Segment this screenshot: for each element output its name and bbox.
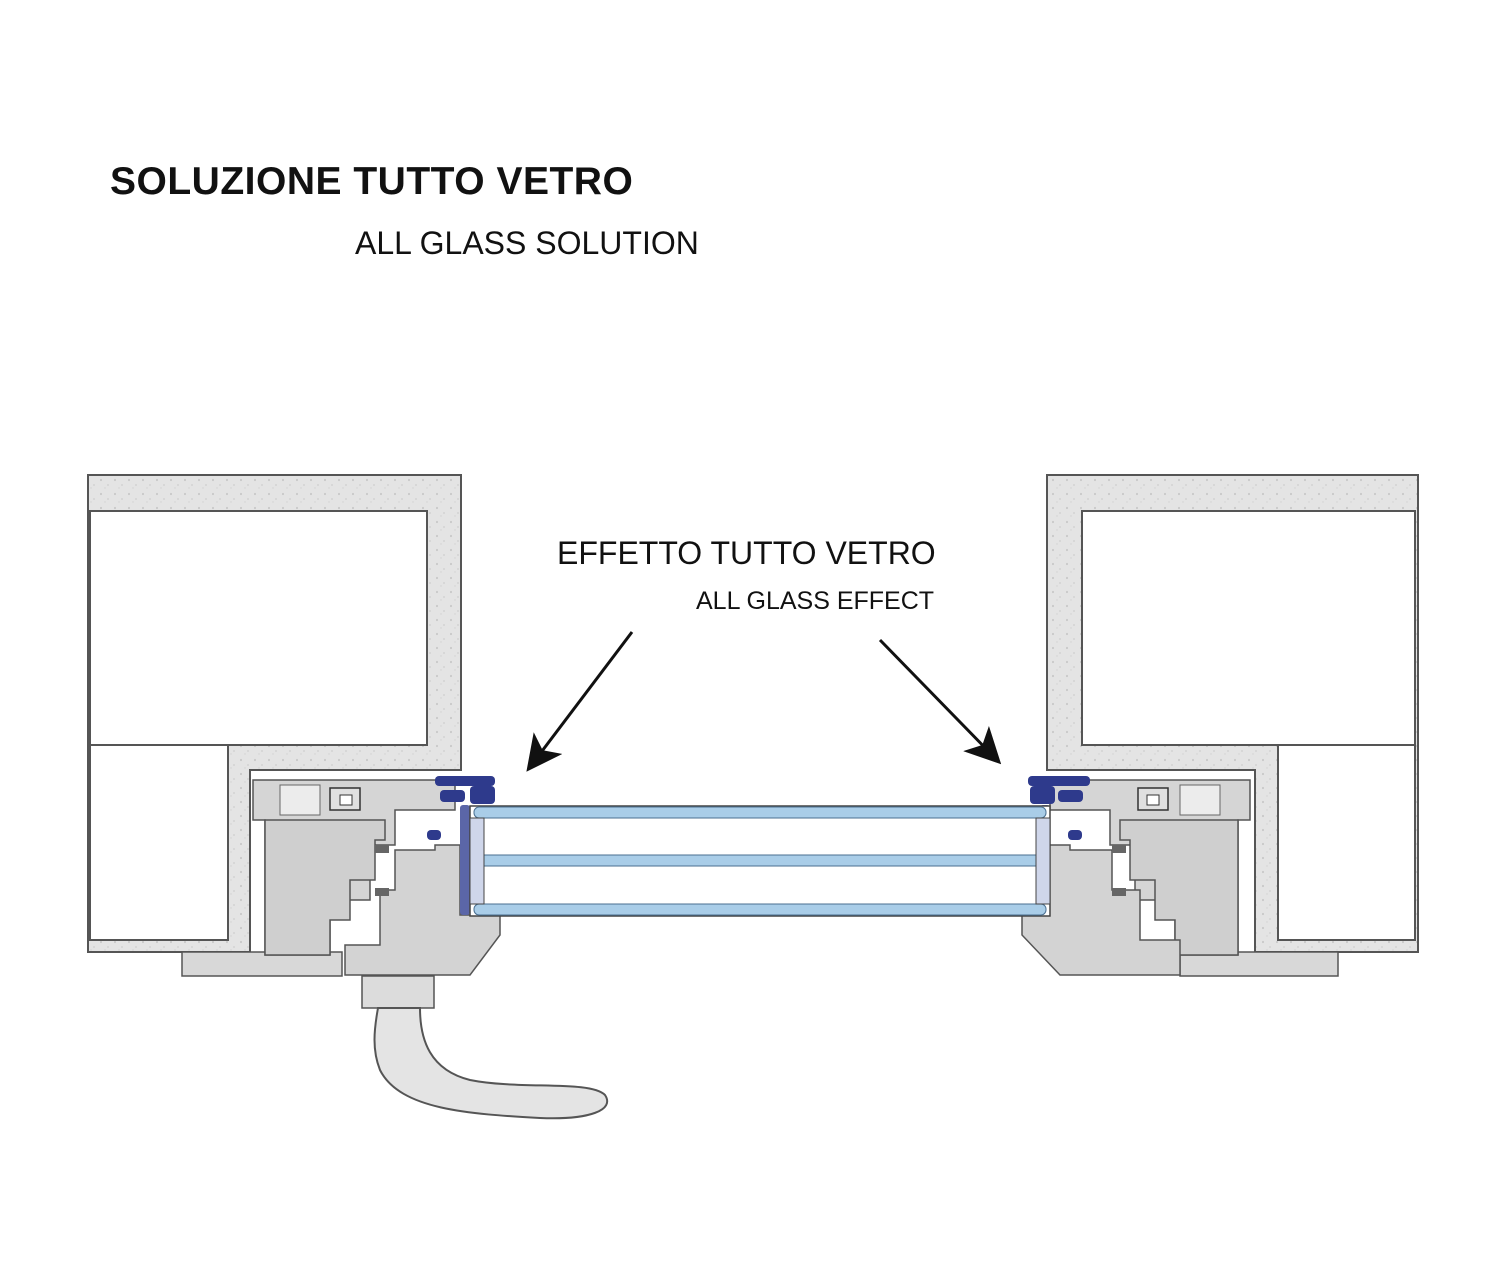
right-wall — [1046, 474, 1419, 953]
diagram-title: SOLUZIONE TUTTO VETRO — [110, 160, 634, 203]
left-wall — [87, 474, 462, 953]
left-frame-profile — [181, 779, 501, 977]
diagram-subtitle: ALL GLASS SOLUTION — [355, 225, 699, 261]
right-arrow — [878, 638, 1002, 765]
left-arrow — [526, 631, 634, 772]
callout-sublabel: ALL GLASS EFFECT — [696, 587, 935, 615]
callout-label: EFFETTO TUTTO VETRO — [557, 535, 936, 571]
triple-glazing-unit — [469, 805, 1051, 917]
handle — [361, 975, 608, 1120]
right-frame-profile — [1021, 779, 1339, 977]
left-gasket — [427, 776, 495, 915]
